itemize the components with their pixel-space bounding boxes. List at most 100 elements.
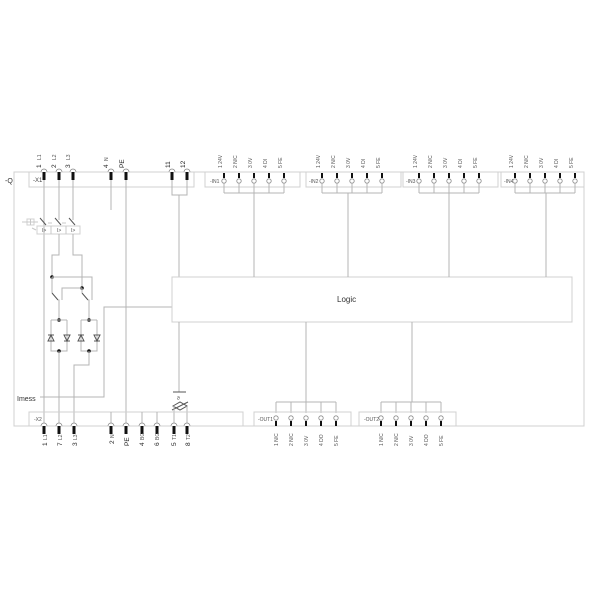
svg-text:L2: L2 [58, 434, 64, 440]
x1-pin-2[interactable]: 2 L2 [51, 154, 63, 180]
svg-text:1 24V: 1 24V [413, 154, 419, 168]
x1-pin-4[interactable]: 4 N [103, 157, 115, 180]
x1-label: -X1 [33, 178, 43, 184]
svg-text:T1: T1 [172, 434, 178, 440]
svg-text:3 0V: 3 0V [248, 157, 254, 168]
x2-terminals: 1 L1 7 L2 3 L3 2 N PE 4 BG 6 [40, 422, 192, 446]
x2-label: -X2 [34, 417, 42, 423]
svg-text:L2: L2 [52, 154, 58, 160]
svg-text:2: 2 [109, 440, 116, 444]
x1-pin-pe[interactable]: PE [119, 159, 130, 180]
svg-text:1 N/C: 1 N/C [274, 433, 280, 446]
svg-text:3 0V: 3 0V [346, 157, 352, 168]
x2-pin-2[interactable]: 2 N [107, 422, 116, 444]
x2-pin-5[interactable]: 5 T1 [170, 422, 178, 446]
svg-text:BG: BG [155, 433, 161, 440]
svg-text:L1: L1 [43, 434, 49, 440]
svg-text:5: 5 [171, 442, 178, 446]
x1-pin-1[interactable]: 1 L1 [36, 154, 48, 180]
svg-text:-IN4: -IN4 [504, 179, 514, 185]
connector-out1: -OUT1 1 N/C 2 N/C 3 0V 4 DO 5 FE [253, 322, 352, 446]
svg-text:4 DI: 4 DI [361, 159, 367, 168]
x1-pin-11[interactable]: 11 [165, 161, 176, 180]
svg-text:-IN3: -IN3 [406, 179, 416, 185]
circuit-breaker: I> I> I> [22, 217, 81, 235]
svg-text:4 DO: 4 DO [319, 434, 325, 446]
imess-wire [40, 306, 172, 398]
svg-text:3: 3 [65, 164, 72, 168]
in4-pins[interactable] [512, 173, 578, 184]
x2-pin-3[interactable]: 3 L3 [70, 422, 79, 446]
connector-out2: -OUT2 1 N/C 2 N/C 3 0V 4 DO 5 FE [358, 322, 457, 446]
svg-text:1: 1 [36, 164, 43, 168]
svg-text:N: N [104, 157, 110, 161]
svg-text:PE: PE [124, 437, 131, 446]
x2-pin-pe[interactable]: PE [122, 422, 131, 446]
svg-text:1 N/C: 1 N/C [379, 433, 385, 446]
svg-text:6: 6 [154, 442, 161, 446]
svg-text:ϑ: ϑ [177, 396, 180, 402]
svg-text:-IN1: -IN1 [210, 179, 220, 185]
svg-text:I>: I> [57, 228, 61, 234]
in1-pins[interactable] [221, 173, 287, 184]
x2-pin-7[interactable]: 7 L2 [55, 422, 64, 446]
svg-text:3 0V: 3 0V [443, 157, 449, 168]
svg-text:4 DO: 4 DO [424, 434, 430, 446]
svg-text:3 0V: 3 0V [539, 157, 545, 168]
svg-text:2 N/C: 2 N/C [289, 433, 295, 446]
svg-text:3 0V: 3 0V [409, 435, 415, 446]
output-connectors: -OUT1 1 N/C 2 N/C 3 0V 4 DO 5 FE -OUT2 [253, 322, 457, 446]
in3-pins[interactable] [416, 173, 482, 184]
svg-text:11: 11 [165, 161, 172, 168]
svg-text:3 0V: 3 0V [304, 435, 310, 446]
svg-text:-OUT1: -OUT1 [258, 417, 273, 423]
connector-in2: -IN2 1 24V 2 N/C 3 0V 4 DI 5 FE [305, 154, 402, 277]
x2-pin-6[interactable]: 6 BG [153, 422, 161, 446]
svg-text:4: 4 [139, 442, 146, 446]
x2-strip [28, 411, 244, 427]
svg-text:5 FE: 5 FE [278, 157, 284, 168]
imess-label: Imess [17, 396, 36, 403]
device-frame [13, 171, 585, 427]
x2-pin-1[interactable]: 1 L1 [40, 422, 49, 446]
svg-text:12: 12 [180, 160, 187, 168]
x1-pin-12[interactable]: 12 [180, 160, 191, 180]
x2-pin-4[interactable]: 4 BG [138, 422, 146, 446]
svg-text:5 FE: 5 FE [376, 157, 382, 168]
svg-text:I>: I> [71, 228, 75, 234]
svg-text:N: N [110, 434, 116, 438]
svg-text:2 N/C: 2 N/C [233, 155, 239, 168]
connector-in1: -IN1 1 24V 2 N/C 3 0V 4 DI 5 FE [204, 154, 301, 277]
relay-network [47, 234, 101, 426]
device-label: -Q [5, 178, 13, 185]
svg-text:L1: L1 [37, 154, 43, 160]
svg-text:-IN2: -IN2 [309, 179, 319, 185]
svg-text:5 FE: 5 FE [569, 157, 575, 168]
out1-pins[interactable] [273, 415, 339, 426]
svg-text:L3: L3 [73, 434, 79, 440]
svg-text:5 FE: 5 FE [439, 435, 445, 446]
svg-text:-OUT2: -OUT2 [364, 417, 379, 423]
svg-text:2 N/C: 2 N/C [394, 433, 400, 446]
svg-text:BG: BG [140, 433, 146, 440]
svg-text:2: 2 [51, 164, 58, 168]
svg-text:2 N/C: 2 N/C [524, 155, 530, 168]
out2-pins[interactable] [378, 415, 444, 426]
x2-pin-8[interactable]: 8 T2 [183, 422, 192, 446]
in2-pins[interactable] [319, 173, 385, 184]
svg-text:2 N/C: 2 N/C [331, 155, 337, 168]
connector-in3: -IN3 1 24V 2 N/C 3 0V 4 DI 5 FE [402, 154, 499, 277]
x1-terminals: 1 L1 2 L2 3 L3 4 N PE 11 12 [36, 154, 191, 180]
input-connectors: -IN1 1 24V 2 N/C 3 0V 4 DI 5 FE -I [204, 154, 585, 277]
x1-pin-3[interactable]: 3 L3 [65, 154, 77, 180]
svg-text:1 24V: 1 24V [316, 154, 322, 168]
thermistor: ϑ [171, 322, 189, 426]
svg-text:I>: I> [42, 228, 46, 234]
connector-in4: -IN4 1 24V 2 N/C 3 0V 4 DI 5 FE [500, 154, 585, 277]
svg-text:T2: T2 [186, 434, 192, 440]
svg-text:1: 1 [42, 442, 49, 446]
svg-text:4 DI: 4 DI [263, 159, 269, 168]
logic-block [171, 276, 573, 323]
svg-text:5 FE: 5 FE [473, 157, 479, 168]
svg-text:4 DI: 4 DI [458, 159, 464, 168]
